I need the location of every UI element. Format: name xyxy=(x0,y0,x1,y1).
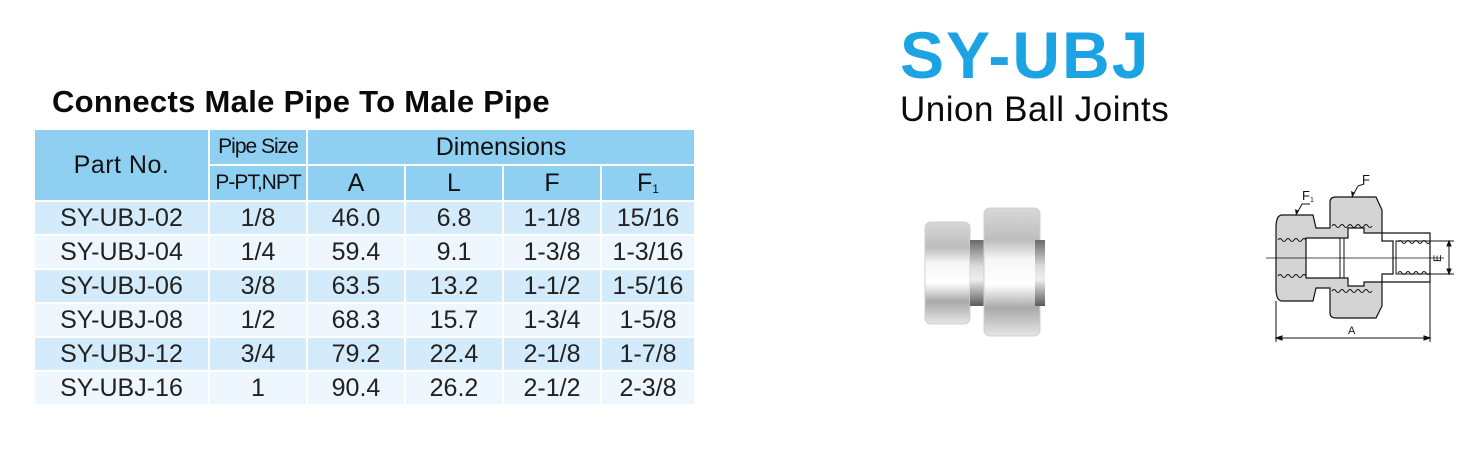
cell-l: 26.2 xyxy=(404,370,504,406)
cell-a: 59.4 xyxy=(306,234,406,270)
cell-part-no: SY-UBJ-02 xyxy=(33,200,210,236)
cell-f: 1-1/8 xyxy=(502,200,602,236)
cell-f: 1-3/8 xyxy=(502,234,602,270)
header-col-f: F xyxy=(502,164,602,202)
cell-pipe-size: 1/8 xyxy=(208,200,308,236)
cell-f: 2-1/2 xyxy=(502,370,602,406)
product-name: Union Ball Joints xyxy=(900,90,1170,129)
table-row: SY-UBJ-04 1/4 59.4 9.1 1-3/8 1-3/16 xyxy=(33,234,696,270)
cell-part-no: SY-UBJ-04 xyxy=(33,234,210,270)
cell-f1: 1-3/16 xyxy=(600,234,696,270)
cell-f1: 1-7/8 xyxy=(600,336,696,372)
cell-part-no: SY-UBJ-12 xyxy=(33,336,210,372)
cell-f: 1-3/4 xyxy=(502,302,602,338)
table-row: SY-UBJ-12 3/4 79.2 22.4 2-1/8 1-7/8 xyxy=(33,336,696,372)
dimensions-table: Part No. Pipe Size Dimensions P-PT,NPT A… xyxy=(33,128,696,406)
cell-part-no: SY-UBJ-16 xyxy=(33,370,210,406)
cell-f1: 1-5/16 xyxy=(600,268,696,304)
cell-l: 15.7 xyxy=(404,302,504,338)
cell-l: 22.4 xyxy=(404,336,504,372)
cell-f1: 2-3/8 xyxy=(600,370,696,406)
header-pipe-size: Pipe Size xyxy=(208,128,308,166)
cell-part-no: SY-UBJ-06 xyxy=(33,268,210,304)
header-col-l: L xyxy=(404,164,504,202)
cell-f: 1-1/2 xyxy=(502,268,602,304)
cell-l: 9.1 xyxy=(404,234,504,270)
cell-pipe-size: 1/2 xyxy=(208,302,308,338)
cell-l: 6.8 xyxy=(404,200,504,236)
table-row: SY-UBJ-06 3/8 63.5 13.2 1-1/2 1-5/16 xyxy=(33,268,696,304)
header-col-f1: F1 xyxy=(600,164,696,202)
header-dimensions: Dimensions xyxy=(306,128,696,166)
cell-a: 63.5 xyxy=(306,268,406,304)
cell-pipe-size: 3/8 xyxy=(208,268,308,304)
cell-a: 46.0 xyxy=(306,200,406,236)
cell-a: 68.3 xyxy=(306,302,406,338)
table-row: SY-UBJ-08 1/2 68.3 15.7 1-3/4 1-5/8 xyxy=(33,302,696,338)
cell-f: 2-1/8 xyxy=(502,336,602,372)
product-code: SY-UBJ xyxy=(900,18,1151,92)
cell-f1: 15/16 xyxy=(600,200,696,236)
header-col-a: A xyxy=(306,164,406,202)
label-e: E xyxy=(1432,255,1444,262)
cell-pipe-size: 1 xyxy=(208,370,308,406)
cell-f1: 1-5/8 xyxy=(600,302,696,338)
cell-part-no: SY-UBJ-08 xyxy=(33,302,210,338)
product-photo xyxy=(924,207,1045,337)
label-a: A xyxy=(1348,325,1356,337)
cell-pipe-size: 1/4 xyxy=(208,234,308,270)
cell-pipe-size: 3/4 xyxy=(208,336,308,372)
cell-l: 13.2 xyxy=(404,268,504,304)
label-f1: F1 xyxy=(1302,188,1314,204)
table-title: Connects Male Pipe To Male Pipe xyxy=(52,84,550,119)
cross-section-drawing: F1 F A E xyxy=(1266,172,1454,342)
table-row: SY-UBJ-02 1/8 46.0 6.8 1-1/8 15/16 xyxy=(33,200,696,236)
header-pipe-thread: P-PT,NPT xyxy=(208,164,308,202)
header-part-no: Part No. xyxy=(33,128,210,202)
cell-a: 90.4 xyxy=(306,370,406,406)
label-f: F xyxy=(1362,172,1370,187)
cell-a: 79.2 xyxy=(306,336,406,372)
table-row: SY-UBJ-16 1 90.4 26.2 2-1/2 2-3/8 xyxy=(33,370,696,406)
